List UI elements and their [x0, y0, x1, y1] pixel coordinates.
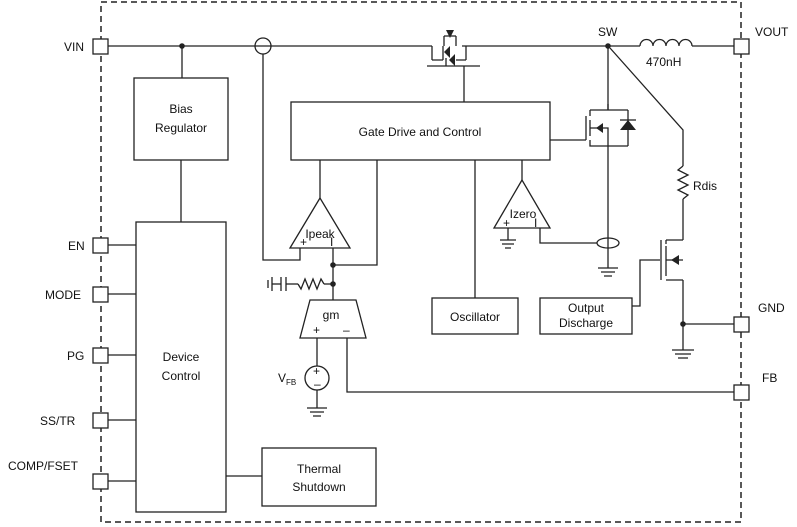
vin-pin-label: VIN	[64, 40, 84, 54]
izero-plus: +	[503, 216, 510, 230]
oscillator-label: Oscillator	[450, 310, 500, 324]
ipeak-minus: I	[330, 235, 333, 249]
ipeak-label: Ipeak	[305, 227, 335, 241]
gm-minus: –	[343, 323, 350, 337]
mode-pin	[92, 286, 109, 303]
bias-regulator-block	[133, 77, 229, 161]
vout-pin	[733, 38, 750, 55]
device-control-line2: Control	[162, 369, 201, 383]
rdis-resistor	[676, 165, 690, 200]
output-discharge-block	[539, 297, 633, 335]
compfset-pin	[92, 473, 109, 490]
gnd-pin-label: GND	[758, 301, 785, 315]
sstr-pin-label: SS/TR	[40, 414, 76, 428]
gm-label: gm	[323, 308, 340, 322]
vfb-plus: +	[313, 364, 320, 378]
cap-ground-symbol	[267, 277, 273, 291]
fb-pin-label: FB	[762, 371, 777, 385]
gate-drive-block	[290, 101, 551, 161]
output-discharge-line1: Output	[568, 301, 605, 315]
en-pin-label: EN	[68, 239, 85, 253]
bias-regulator-line2: Regulator	[155, 121, 207, 135]
fb-pin	[733, 384, 750, 401]
device-control-block	[135, 221, 227, 513]
inductor	[639, 38, 693, 47]
gnd-pin	[733, 316, 750, 333]
gm-minus-to-fb	[346, 338, 734, 393]
device-control-line1: Device	[163, 350, 200, 364]
pg-pin	[92, 347, 109, 364]
izero-minus: I	[534, 216, 537, 230]
izero-comparator	[492, 178, 552, 229]
compfset-pin-label: COMP/FSET	[8, 459, 79, 473]
inductor-label: 470nH	[646, 55, 681, 69]
izero-label: Izero	[510, 207, 537, 221]
gnd-symbol	[672, 349, 694, 359]
thermal-shutdown-line2: Shutdown	[292, 480, 345, 494]
vout-pin-label: VOUT	[755, 25, 789, 39]
mode-pin-label: MODE	[45, 288, 81, 302]
vin-junction	[179, 43, 185, 49]
discharge-mosfet	[632, 239, 684, 324]
sense-to-izero	[539, 226, 597, 244]
vin-pin	[92, 38, 109, 55]
oscillator-block	[431, 297, 519, 335]
lowside-ground-symbol	[598, 267, 618, 277]
comp-node-dot-a	[330, 262, 336, 268]
compensation-capacitor	[280, 277, 287, 291]
izero-ground-symbol	[500, 239, 516, 249]
thermal-shutdown-block	[261, 447, 377, 507]
pg-pin-label: PG	[67, 349, 84, 363]
compensation-resistor	[297, 277, 325, 291]
vfb-label: VFB	[278, 371, 296, 387]
thermal-shutdown-line1: Thermal	[297, 462, 341, 476]
rdis-label: Rdis	[693, 179, 717, 193]
sw-to-rdis	[609, 47, 684, 166]
vfb-ground-symbol	[307, 407, 327, 417]
gate-to-comp-node	[333, 160, 378, 266]
sw-label: SW	[598, 25, 618, 39]
sense-to-ipeak	[262, 54, 301, 261]
high-side-mosfet	[427, 30, 612, 102]
gate-drive-label: Gate Drive and Control	[359, 125, 482, 139]
gm-amplifier	[299, 299, 367, 339]
vfb-minus: –	[314, 377, 321, 391]
gm-plus: +	[313, 323, 320, 337]
ipeak-comparator	[288, 196, 352, 249]
ipeak-plus: +	[300, 235, 307, 249]
ic-boundary	[100, 1, 742, 523]
sstr-pin	[92, 412, 109, 429]
output-discharge-line2: Discharge	[559, 316, 613, 330]
bias-regulator-line1: Bias	[169, 102, 192, 116]
en-pin	[92, 237, 109, 254]
